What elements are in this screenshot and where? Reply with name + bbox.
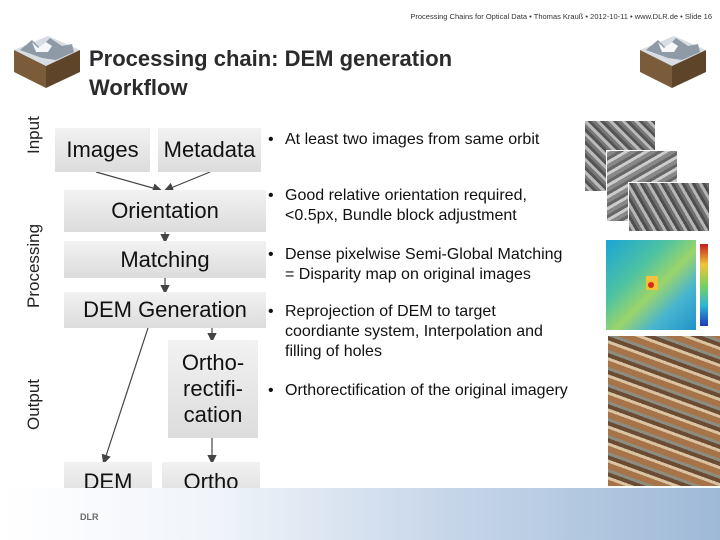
slide-title: Processing chain: DEM generation Workflo… [89, 44, 452, 102]
box-dem-generation[interactable]: DEM Generation [64, 292, 266, 328]
box-ortho-line-3: cation [183, 402, 243, 427]
terrain-logo-right-icon [640, 36, 706, 88]
bullet-5: • Orthorectification of the original ima… [268, 381, 613, 401]
box-orientation-label: Orientation [111, 198, 219, 223]
slide-header: Processing Chains for Optical Data • Tho… [410, 12, 712, 21]
bullet-dot: • [268, 246, 274, 263]
disparity-map-image [606, 240, 696, 330]
box-dem-generation-label: DEM Generation [83, 297, 247, 322]
ortho-aerial-image [608, 336, 720, 486]
satellite-image-3 [628, 182, 710, 232]
title-line-1: Processing chain: DEM generation [89, 46, 453, 71]
box-ortho-line-2: rectifi- [183, 376, 243, 401]
bullet-4-line-3: filling of holes [285, 343, 382, 360]
bullet-2-line-2: <0.5px, Bundle block adjustment [285, 207, 517, 224]
bullet-2-line-1: Good relative orientation required, [285, 187, 527, 204]
bullet-dot: • [268, 131, 274, 148]
bullet-5-text: Orthorectification of the original image… [285, 382, 568, 399]
bullet-dot: • [268, 187, 274, 204]
bullet-1-text: At least two images from same orbit [285, 131, 540, 148]
box-images[interactable]: Images [55, 128, 150, 172]
box-ortho-line-1: Ortho- [181, 350, 245, 375]
bullet-4-line-1: Reprojection of DEM to target [285, 303, 496, 320]
box-orthorectification[interactable]: Ortho- rectifi- cation [168, 340, 258, 438]
bullet-3-line-2: = Disparity map on original images [285, 266, 531, 283]
box-metadata[interactable]: Metadata [158, 128, 261, 172]
box-matching[interactable]: Matching [64, 241, 266, 278]
color-scale-bar [700, 244, 708, 326]
box-images-label: Images [66, 137, 139, 162]
bullet-1: • At least two images from same orbit [268, 130, 588, 150]
bullet-3: • Dense pixelwise Semi-Global Matching =… [268, 245, 608, 285]
bullet-4: • Reprojection of DEM to target coordian… [268, 302, 598, 362]
bullet-dot: • [268, 303, 274, 320]
box-orientation[interactable]: Orientation [64, 190, 266, 232]
bullet-3-line-1: Dense pixelwise Semi-Global Matching [285, 246, 563, 263]
dlr-logo: DLR [80, 512, 99, 522]
bullet-2: • Good relative orientation required, <0… [268, 186, 588, 226]
box-metadata-label: Metadata [163, 137, 256, 162]
box-matching-label: Matching [120, 246, 210, 272]
footer-earth-band [0, 488, 720, 540]
title-line-2: Workflow [89, 75, 188, 100]
disparity-hotspot-red [648, 282, 654, 288]
bullet-dot: • [268, 382, 274, 399]
bullet-4-line-2: coordiante system, Interpolation and [285, 323, 543, 340]
terrain-logo-icon [14, 36, 80, 88]
